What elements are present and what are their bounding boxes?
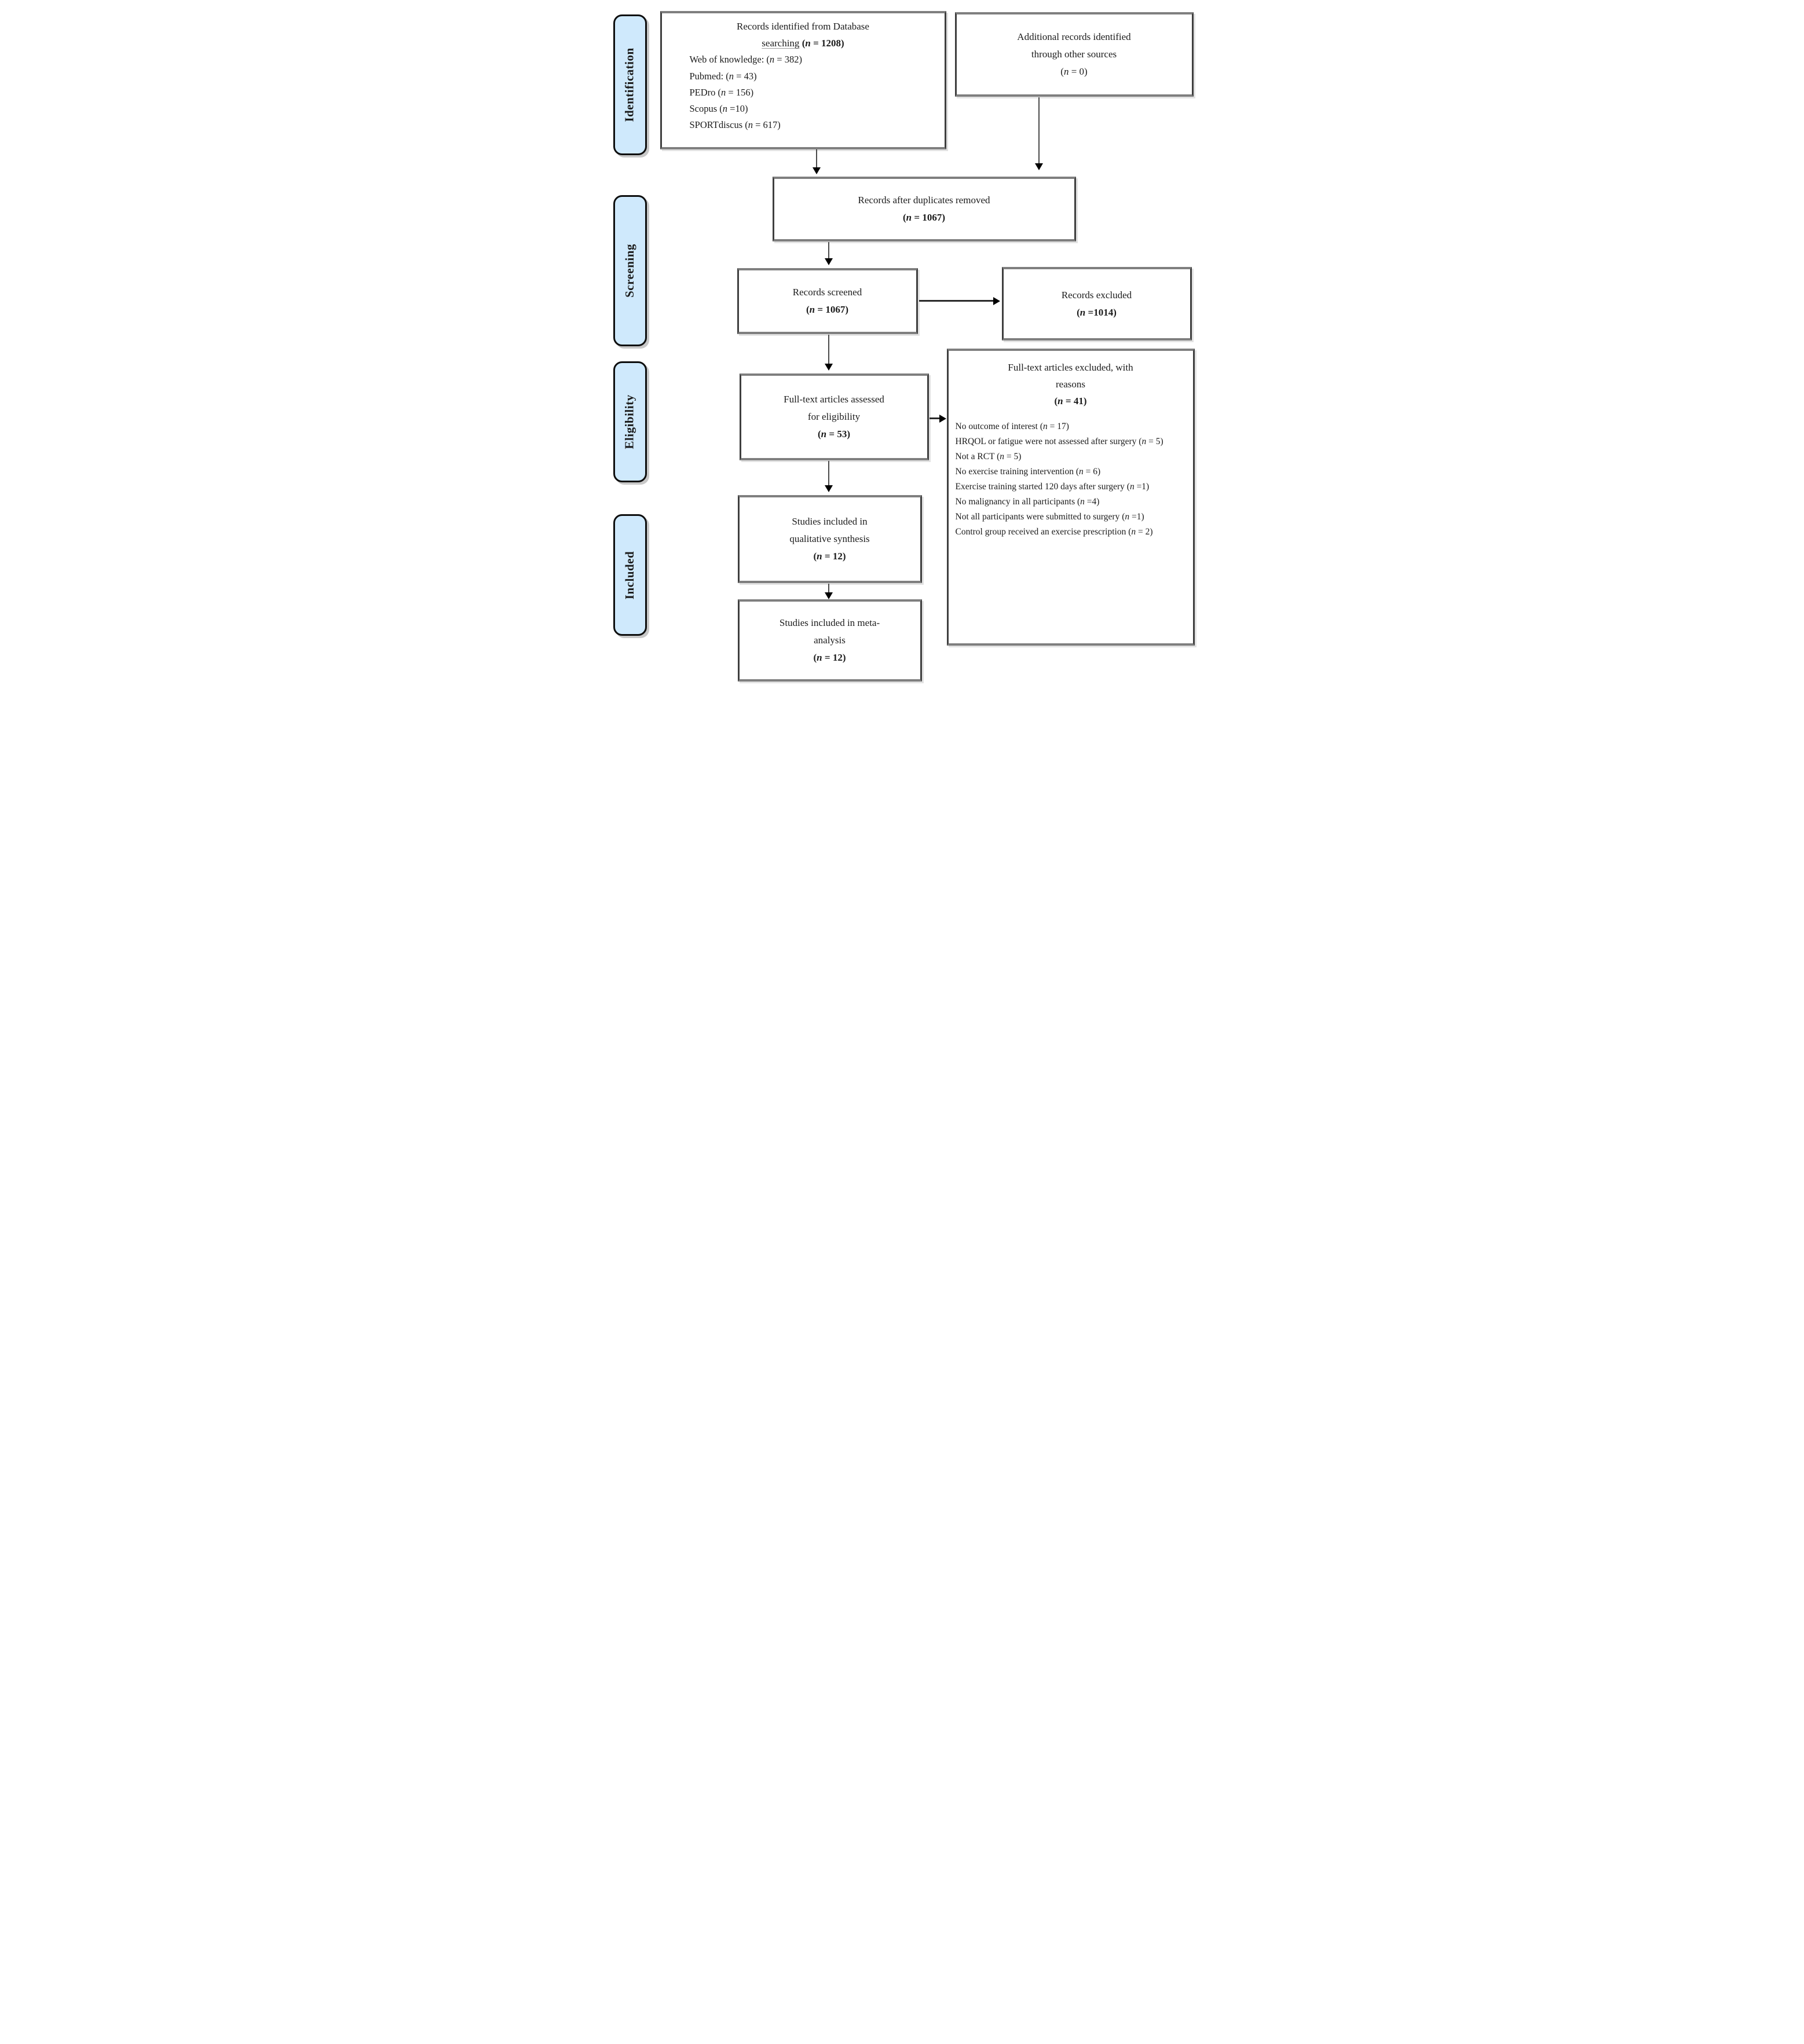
stage-label-eligibility: Eligibility — [623, 394, 636, 449]
exclusion-reason: Not all participants were submitted to s… — [955, 511, 1144, 522]
exclusion-reason: HRQOL or fatigue were not assessed after… — [955, 436, 1163, 446]
box-additional-records: Additional records identified through ot… — [954, 12, 1194, 97]
n-count: (n = 41) — [1054, 395, 1087, 407]
exclusion-reason: Not a RCT (n = 5) — [955, 451, 1022, 461]
n-count: (n = 1067) — [903, 212, 945, 223]
n-count: (n = 12) — [813, 550, 846, 562]
n-count: (n = 1067) — [806, 304, 848, 315]
box-duplicates-removed: Records after duplicates removed (n = 10… — [772, 177, 1076, 241]
box-fulltext-assessed: Full-text articles assessed for eligibil… — [739, 373, 929, 460]
box-meta-analysis: Studies included in meta- analysis (n = … — [737, 599, 922, 682]
fulltext-excluded-title: Full-text articles excluded, with reason… — [1008, 362, 1133, 407]
stage-label-screening: Screening — [623, 244, 636, 298]
exclusion-reason-list: No outcome of interest (n = 17) HRQOL or… — [949, 419, 1193, 540]
records-identified-source-list: Web of knowledge: (n = 382) Pubmed: (n =… — [662, 52, 945, 133]
stage-included: Included — [613, 514, 647, 636]
n-count: (n = 12) — [813, 651, 846, 663]
n-count: (n =1014) — [1077, 306, 1117, 318]
exclusion-reason: Exercise training started 120 days after… — [955, 481, 1150, 492]
prisma-flow-diagram: Identification Screening Eligibility Inc… — [601, 0, 1203, 686]
stage-screening: Screening — [613, 195, 647, 346]
box-qualitative-synthesis: Studies included in qualitative synthesi… — [737, 495, 922, 583]
exclusion-reason: No exercise training intervention (n = 6… — [955, 466, 1101, 477]
source-item: SPORTdiscus (n = 617) — [689, 119, 781, 130]
stage-identification: Identification — [613, 14, 647, 155]
n-count: (n = 53) — [818, 428, 850, 439]
exclusion-reason: No outcome of interest (n = 17) — [955, 421, 1069, 431]
records-identified-title: Records identified from Database searchi… — [737, 21, 869, 49]
exclusion-reason: No malignancy in all participants (n =4) — [955, 496, 1100, 507]
source-item: Scopus (n =10) — [689, 102, 748, 114]
stage-eligibility: Eligibility — [613, 361, 647, 482]
box-records-excluded: Records excluded (n =1014) — [1001, 267, 1192, 340]
source-item: Web of knowledge: (n = 382) — [689, 54, 802, 65]
source-item: Pubmed: (n = 43) — [689, 70, 757, 82]
stage-label-included: Included — [623, 551, 636, 599]
n-count: (n = 0) — [1060, 65, 1088, 77]
n-symbol: n — [805, 38, 811, 49]
box-fulltext-excluded: Full-text articles excluded, with reason… — [946, 349, 1195, 646]
box-records-identified: Records identified from Database searchi… — [660, 11, 946, 149]
exclusion-reason: Control group received an exercise presc… — [955, 526, 1153, 537]
source-item: PEDro (n = 156) — [689, 86, 754, 98]
stage-label-identification: Identification — [623, 47, 636, 122]
box-records-screened: Records screened (n = 1067) — [737, 268, 918, 334]
